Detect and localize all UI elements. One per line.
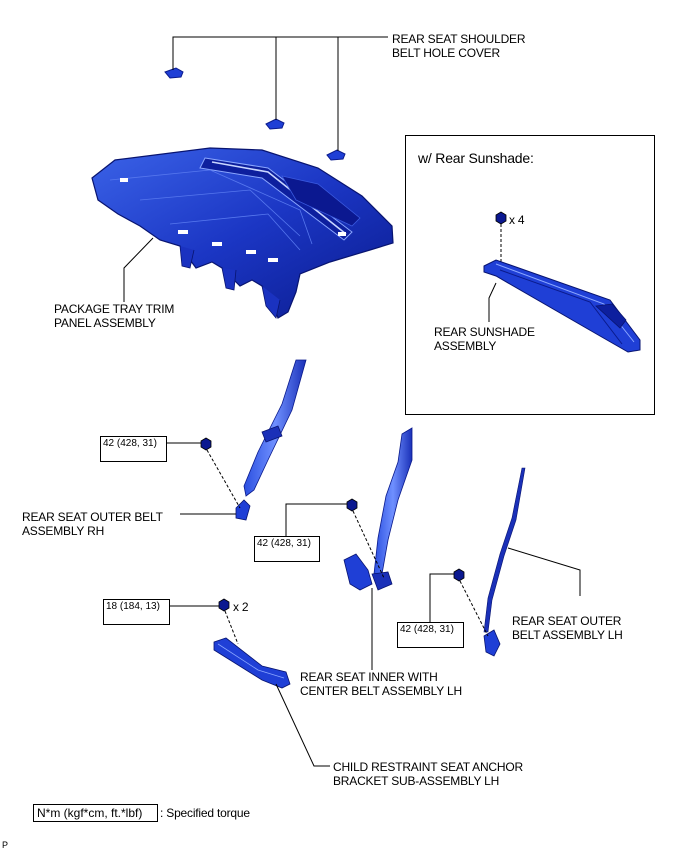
shoulder-cover-leaders: [172, 36, 388, 151]
torque-box-anchor: 18 (184, 13): [103, 599, 170, 625]
sunshade-bolt-icon: [495, 211, 507, 262]
outer-lh-bolt: [453, 568, 489, 637]
anchor-leader: [275, 683, 330, 767]
torque-box-outer-rh: 42 (428, 31): [100, 436, 167, 462]
anchor-bolt: [218, 598, 239, 645]
legend-description: : Specified torque: [160, 806, 250, 820]
anchor-bolt-quantity: x 2: [233, 600, 249, 614]
torque-box-outer-lh: 42 (428, 31): [397, 622, 464, 648]
inset-title: w/ Rear Sunshade:: [418, 150, 534, 166]
rear-seat-outer-belt-lh: [483, 467, 526, 657]
shoulder-belt-hole-covers: [164, 67, 346, 161]
outer-rh-bolt: [200, 437, 241, 509]
outer-lh-leader: [507, 547, 581, 596]
child-restraint-anchor-bracket: [213, 637, 291, 689]
inner-lh-torque-leader: [285, 503, 347, 537]
sunshade-leader: [488, 282, 497, 322]
rear-seat-outer-belt-rh: [235, 359, 307, 521]
inner-lh-bolt: [346, 498, 385, 579]
rear-sunshade-assembly: [483, 259, 641, 353]
torque-box-inner-lh: 42 (428, 31): [254, 536, 320, 562]
outer-lh-torque-leader: [429, 573, 454, 623]
legend-torque-unit-box: N*m (kgf*cm, ft.*lbf): [33, 804, 158, 822]
corner-mark: P: [2, 840, 8, 850]
package-tray-leader: [123, 237, 154, 302]
package-tray-trim-panel: [91, 147, 394, 319]
rear-seat-inner-center-belt-lh: [343, 427, 413, 591]
inset-bolt-quantity: x 4: [509, 213, 525, 227]
